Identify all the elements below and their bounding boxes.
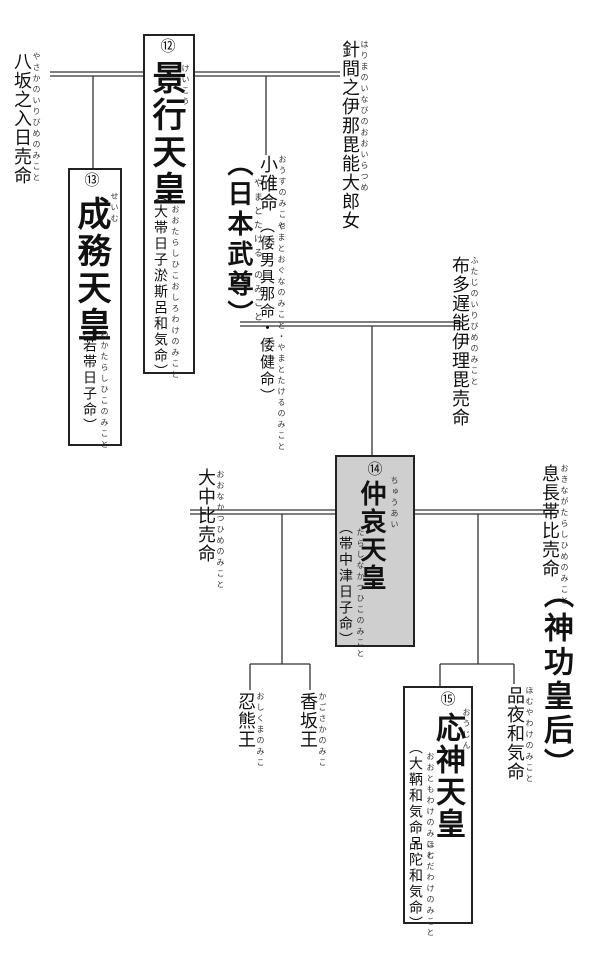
reign-number-badge: ⑫ — [160, 37, 176, 55]
okinaga-name: 息長帯比売命 — [539, 464, 560, 578]
ojin-reading: おうじん — [462, 708, 471, 752]
ousu-alias-reading: やまとおぐなのみこと・やまとたけるのみこと — [277, 222, 286, 453]
chuai-reading: ちゅうあい — [390, 476, 399, 531]
keiko-alias-reading: おおたらしひこおしろわけのみこと — [171, 205, 180, 381]
oshikuma-name: 忍熊王 — [235, 692, 256, 749]
chuai-alias-reading: たらしなかつひこのみこと — [356, 528, 365, 660]
seimu-box[interactable] — [68, 168, 122, 446]
keiko-box[interactable] — [143, 34, 195, 374]
ojin-alias-2-reading: ほむだわけのみこと — [426, 840, 435, 939]
harima-reading: はりまのいなびのおおいらつめ — [360, 40, 369, 194]
keiko-reading: けいこう — [181, 64, 190, 108]
okinaga-reading: おきながたらしひめのみこと — [560, 464, 569, 607]
seimu-name: 成務天皇 — [71, 196, 111, 344]
jingu-kogo-handwritten: （神功皇后） — [538, 578, 573, 782]
kagosaka-reading: かごさかのみこ — [318, 692, 327, 769]
seimu-alias: （若帯日子命） — [81, 322, 97, 434]
ojin-alias-1: （大鞆和気命・ — [407, 740, 423, 852]
ojin-name: 応神天皇 — [430, 712, 465, 840]
ousu-name: 小碓命 — [257, 155, 278, 212]
seimu-reading: せいむ — [110, 192, 119, 225]
chuai-alias: （帯中津日子命） — [337, 520, 353, 648]
onaka-reading: おおなかつひめのみこと — [216, 470, 225, 591]
futaji-name: 布多遅能伊理毘売命 — [449, 256, 470, 427]
reign-number-badge: ⑮ — [440, 690, 456, 708]
yasaka-reading: やさかのいりびめのみこと — [32, 52, 41, 184]
onaka-name: 大中比売命 — [195, 468, 216, 563]
yasaka-name: 八坂之入日売命 — [11, 52, 32, 185]
ousu-reading: おうすのみこと — [278, 155, 287, 232]
seimu-alias-reading: わかたらしひこのみこと — [100, 330, 109, 451]
keiko-name: 景行天皇 — [146, 60, 186, 208]
ousu-alias: （倭男具那命・倭健命） — [258, 218, 276, 405]
yamato-takeru-hand-reading: やまとたける のみこと — [252, 178, 262, 326]
kagosaka-name: 香坂王 — [297, 692, 318, 749]
reign-number-badge: ⑭ — [367, 460, 383, 478]
oshikuma-reading: おしくまのみこ — [256, 692, 265, 769]
ojin-alias-1-reading: おおともわけのみこと — [426, 752, 435, 862]
yamato-takeru-handwritten: （日本武尊） — [223, 150, 253, 330]
harima-name: 針間之伊那毘能大郎女 — [339, 40, 360, 230]
homuya-reading: ほむやわけのみこと — [525, 686, 534, 785]
reign-number-badge: ⑬ — [84, 171, 100, 189]
ojin-alias-2: 品陀和気命） — [407, 836, 423, 932]
futaji-reading: ふたじのいりびめのみこと — [470, 256, 479, 388]
ojin-box[interactable] — [403, 686, 473, 924]
chuai-box[interactable] — [335, 455, 415, 647]
chuai-name: 仲哀天皇 — [356, 480, 386, 592]
homuya-name: 品夜和気命 — [504, 686, 525, 781]
keiko-alias: （大帯日子淤斯呂和気命） — [152, 188, 168, 380]
